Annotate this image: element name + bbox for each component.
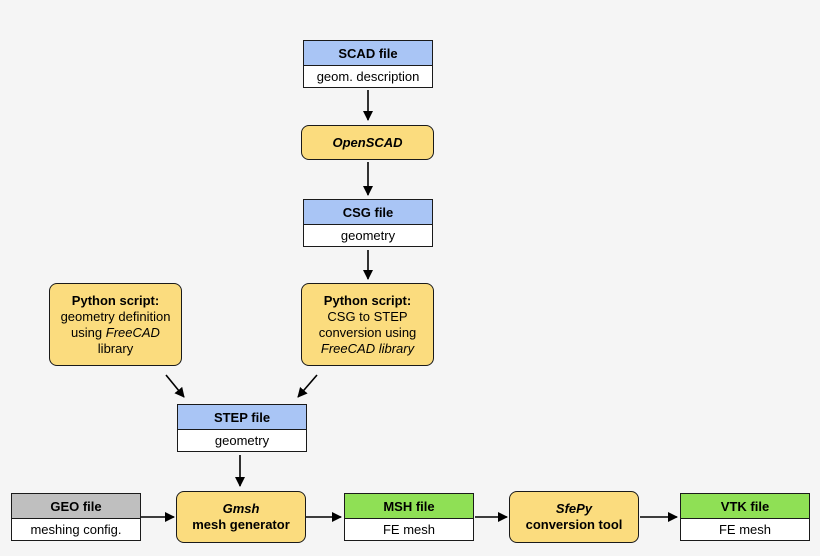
python-script-csg-to-step-node: Python script: CSG to STEP conversion us… [301,283,434,366]
openscad-node: OpenSCAD [301,125,434,160]
gmsh-sub: mesh generator [192,517,290,532]
step-file-desc: geometry [214,433,270,448]
sfepy-sub: conversion tool [525,517,623,532]
python1-line3: library [97,340,134,356]
msh-file-node: MSH file FE mesh [344,493,474,541]
arrow-python2-to-step [297,374,318,398]
msh-file-desc: FE mesh [382,522,435,537]
python1-title: Python script: [71,292,160,308]
arrow-python1-to-step [165,374,185,398]
python1-line2-text: using [71,324,106,340]
gmsh-label: Gmsh [222,501,260,516]
step-file-title: STEP file [178,405,306,430]
sfepy-node: SfePy conversion tool [509,491,639,543]
step-file-node: STEP file geometry [177,404,307,452]
vtk-file-desc: FE mesh [718,522,771,537]
python1-line1: geometry definition [60,308,171,324]
vtk-file-title: VTK file [681,494,809,519]
python-script-freecad-node: Python script: geometry definition using… [49,283,182,366]
python2-line1: CSG to STEP [327,308,408,324]
python2-line2: conversion using [318,324,417,340]
geo-file-title: GEO file [12,494,140,519]
scad-file-node: SCAD file geom. description [303,40,433,88]
gmsh-node: Gmsh mesh generator [176,491,306,543]
csg-file-desc: geometry [340,228,396,243]
scad-file-title: SCAD file [304,41,432,66]
vtk-file-node: VTK file FE mesh [680,493,810,541]
geo-file-desc: meshing config. [30,522,122,537]
python1-line2: using FreeCAD [71,325,160,341]
csg-file-node: CSG file geometry [303,199,433,247]
sfepy-label: SfePy [555,501,593,516]
geo-file-node: GEO file meshing config. [11,493,141,541]
csg-file-title: CSG file [304,200,432,225]
scad-file-desc: geom. description [316,69,420,84]
python2-title: Python script: [323,292,412,308]
python2-line3: FreeCAD library [320,340,415,356]
openscad-label: OpenSCAD [332,134,403,150]
python1-line2-freecad: FreeCAD [105,324,160,340]
msh-file-title: MSH file [345,494,473,519]
